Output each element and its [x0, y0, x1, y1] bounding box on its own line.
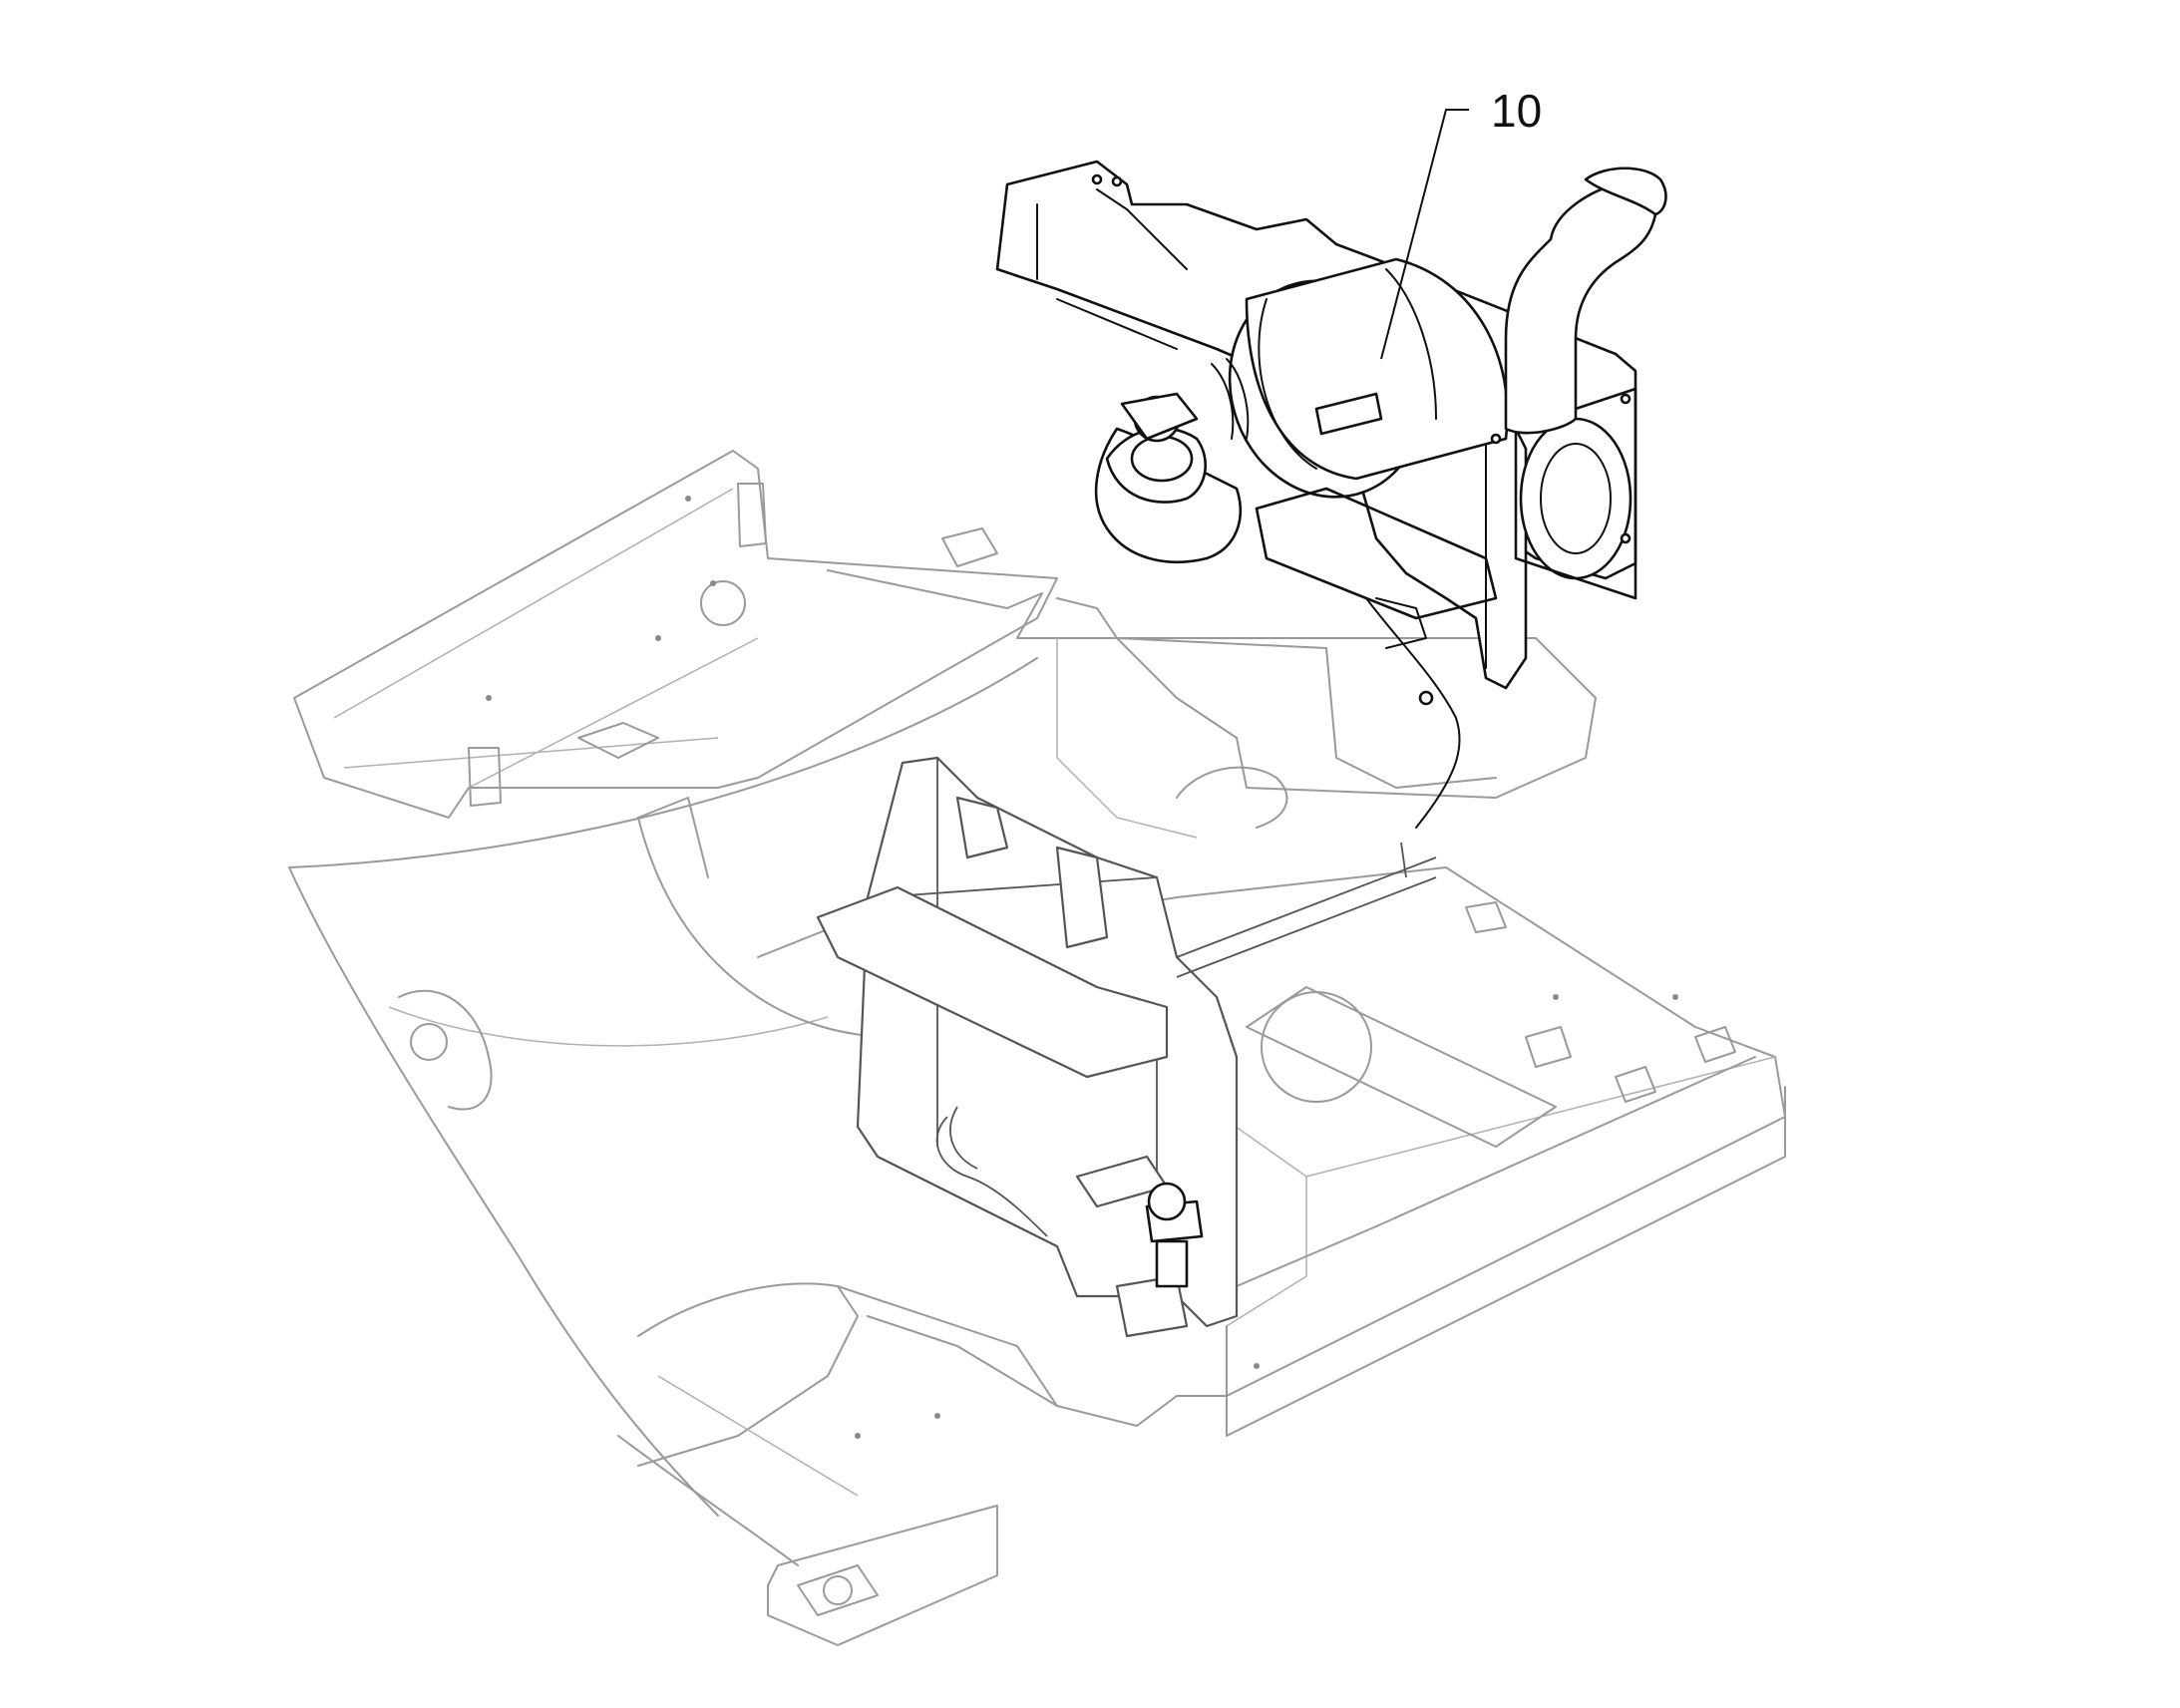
chassis-frame [288, 450, 1786, 1646]
mounting-frame [816, 756, 1437, 1338]
callout-label: 10 [1491, 85, 1542, 137]
exhaust-aftertreatment-assembly[interactable] [995, 160, 1667, 829]
callout-10: 10 [1380, 85, 1542, 360]
callout-leader-line [1380, 109, 1469, 360]
